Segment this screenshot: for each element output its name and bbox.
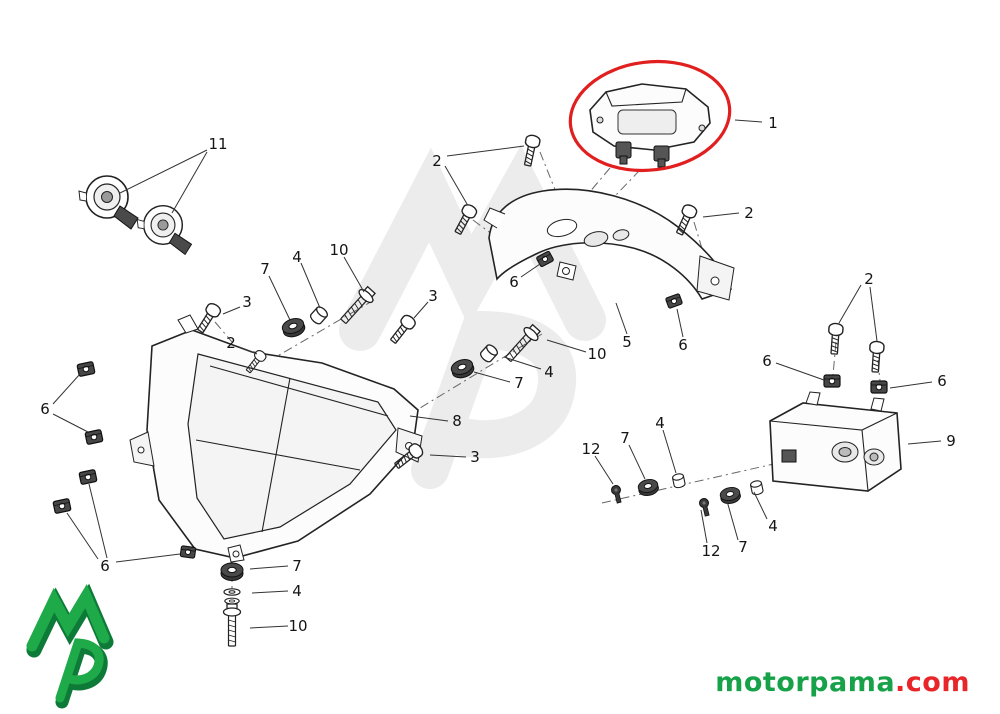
part-callout[interactable]: 2 [864, 270, 874, 288]
part-callout[interactable]: 10 [288, 617, 307, 635]
part-callout[interactable]: 7 [738, 538, 748, 556]
part-callout[interactable]: 6 [509, 273, 519, 291]
rear-holder-part [769, 391, 902, 492]
part-callout[interactable]: 6 [40, 400, 50, 418]
part-callout[interactable]: 4 [655, 414, 665, 432]
part-callout[interactable]: 3 [428, 287, 438, 305]
site-tld: .com [895, 667, 970, 698]
part-callout[interactable]: 7 [260, 260, 270, 278]
callout-leader-lines [52, 119, 942, 629]
highlight-ellipse [568, 59, 732, 173]
part-callout[interactable]: 11 [208, 135, 227, 153]
bulb-part [78, 175, 139, 230]
part-callout[interactable]: 10 [329, 241, 348, 259]
part-callout[interactable]: 1 [768, 114, 778, 132]
part-callout[interactable]: 8 [452, 412, 462, 430]
part-callout[interactable]: 4 [768, 517, 778, 535]
part-callout[interactable]: 10 [587, 345, 606, 363]
part-callout[interactable]: 5 [622, 333, 632, 351]
part-callout[interactable]: 7 [292, 557, 302, 575]
instrument-cluster-part [589, 83, 711, 168]
part-callout[interactable]: 4 [544, 363, 554, 381]
part-callout[interactable]: 2 [226, 334, 236, 352]
headlight-assembly-part [129, 314, 423, 563]
part-callout[interactable]: 2 [432, 152, 442, 170]
part-callout[interactable]: 6 [678, 336, 688, 354]
brand-logo [26, 583, 114, 709]
part-callout[interactable]: 2 [744, 204, 754, 222]
part-callout[interactable]: 7 [514, 374, 524, 392]
site-name: motorpama [715, 667, 896, 698]
part-callout[interactable]: 4 [292, 582, 302, 600]
part-callout[interactable]: 7 [620, 429, 630, 447]
part-callout[interactable]: 6 [762, 352, 772, 370]
site-brand: motorpama.com [715, 667, 970, 698]
part-callout[interactable]: 6 [937, 372, 947, 390]
part-callout[interactable]: 6 [100, 557, 110, 575]
part-callout[interactable]: 3 [470, 448, 480, 466]
bulb-part [136, 204, 193, 256]
part-callout[interactable]: 12 [581, 440, 600, 458]
part-callout[interactable]: 12 [701, 542, 720, 560]
part-callout[interactable]: 3 [242, 293, 252, 311]
meter-bracket-part [483, 188, 735, 301]
part-callout[interactable]: 9 [946, 432, 956, 450]
washer-parts [223, 588, 241, 605]
part-callout[interactable]: 4 [292, 248, 302, 266]
